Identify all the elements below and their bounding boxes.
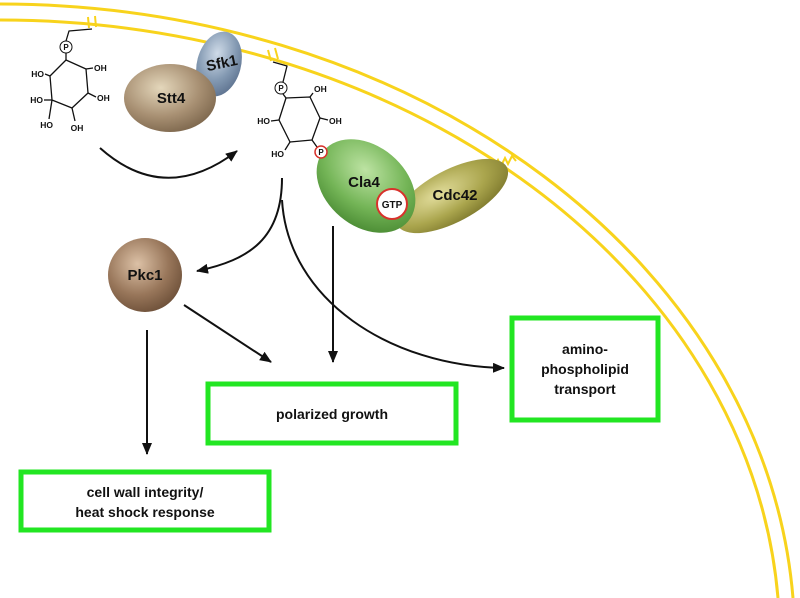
- lipid-transport-box: [509, 315, 661, 423]
- pi4p-lipid-anchor-1: [267, 49, 272, 62]
- cell-wall-box: [18, 469, 272, 533]
- pi-hydroxyl: OH: [97, 93, 110, 103]
- pi4p-headgroup: P OH HO OH HO P: [257, 47, 342, 159]
- stt4-protein: [124, 64, 216, 132]
- pi-hydroxyl: HO: [30, 95, 43, 105]
- lipid-transport-line: amino-: [562, 341, 608, 357]
- pathway-arrows: [99, 147, 505, 455]
- lipid-transport-line: transport: [554, 381, 616, 397]
- pi4p-hydroxyl: HO: [257, 116, 270, 126]
- pi-bond-4: [87, 92, 97, 98]
- stt4-sfk1-complex: Sfk1 Stt4: [124, 31, 242, 132]
- output-lipid-transport: amino- phospholipid transport: [509, 315, 661, 423]
- pi-lipid-linker: [65, 28, 93, 42]
- pi4p-bond-2: [270, 119, 280, 122]
- cla4-label: Cla4: [348, 174, 380, 191]
- pi4p-phosphate-label: P: [278, 84, 284, 93]
- pi4p-lipid-anchor-2: [274, 47, 279, 60]
- pkc1-node: Pkc1: [108, 238, 182, 312]
- output-polarized-growth: polarized growth: [205, 381, 459, 446]
- cdc42-label: Cdc42: [432, 187, 477, 204]
- pi4p-hydroxyl: HO: [271, 149, 284, 159]
- pi-inositol-ring: [49, 59, 89, 109]
- lipid-transport-line: phospholipid: [541, 361, 629, 377]
- gtp-label: GTP: [382, 200, 403, 211]
- pi4p-4-phosphate-circle: [314, 145, 328, 159]
- pi4p-hydroxyl: OH: [329, 116, 342, 126]
- pi4p-4-phosphate-label: P: [318, 148, 324, 157]
- pi4p-phosphate-bond: [282, 93, 287, 99]
- pi4p-bond-1: [309, 92, 314, 98]
- pi-bond-5: [48, 99, 53, 120]
- arrow-pi4p-to-lipid-transport: [281, 199, 505, 373]
- cdc42-membrane-anchor: [493, 154, 517, 169]
- pkc1-label: Pkc1: [127, 267, 162, 284]
- pi4p-bond-3: [319, 117, 329, 121]
- pi-bond-1: [44, 73, 51, 77]
- membrane-inner-line: [0, 18, 780, 598]
- pi-bond-6: [71, 107, 76, 122]
- polarized-growth-box: [205, 381, 459, 446]
- pi-lipid-anchor-1: [87, 16, 90, 29]
- cla4-cdc42-complex: Cla4 Cdc42 GTP: [316, 139, 517, 234]
- gtp-badge: [376, 188, 408, 220]
- pi-phosphate-label: P: [63, 43, 69, 52]
- arrow-pi-to-pi4p: [99, 147, 238, 179]
- pkc1-protein: [108, 238, 182, 312]
- pi4p-bond-5: [311, 139, 318, 148]
- pi4p-phosphate-circle: [274, 81, 288, 95]
- arrow-pi4p-to-pkc1: [196, 177, 283, 274]
- pi4p-hydroxyl: OH: [314, 84, 327, 94]
- cdc42-protein: [395, 158, 509, 234]
- pi-headgroup: P HO OH HO OH HO OH: [30, 15, 110, 133]
- sfk1-label: Sfk1: [205, 52, 240, 75]
- arrow-pkc1-to-polarized-growth: [183, 304, 272, 363]
- stt4-label: Stt4: [157, 90, 186, 107]
- polarized-growth-label: polarized growth: [276, 406, 388, 422]
- pi-hydroxyl: HO: [31, 69, 44, 79]
- pi-bond-2: [85, 67, 94, 70]
- pi-hydroxyl: HO: [40, 120, 53, 130]
- cell-wall-line: heat shock response: [75, 504, 214, 520]
- pi4p-bond-4: [284, 141, 291, 151]
- pi-hydroxyl: OH: [71, 123, 84, 133]
- pi-lipid-anchor-2: [94, 15, 97, 28]
- pi4p-inositol-ring: [278, 96, 321, 143]
- cell-wall-line: cell wall integrity/: [87, 484, 204, 500]
- pi4p-lipid-linker: [272, 61, 288, 83]
- pi-hydroxyl: OH: [94, 63, 107, 73]
- output-cell-wall: cell wall integrity/ heat shock response: [18, 469, 272, 533]
